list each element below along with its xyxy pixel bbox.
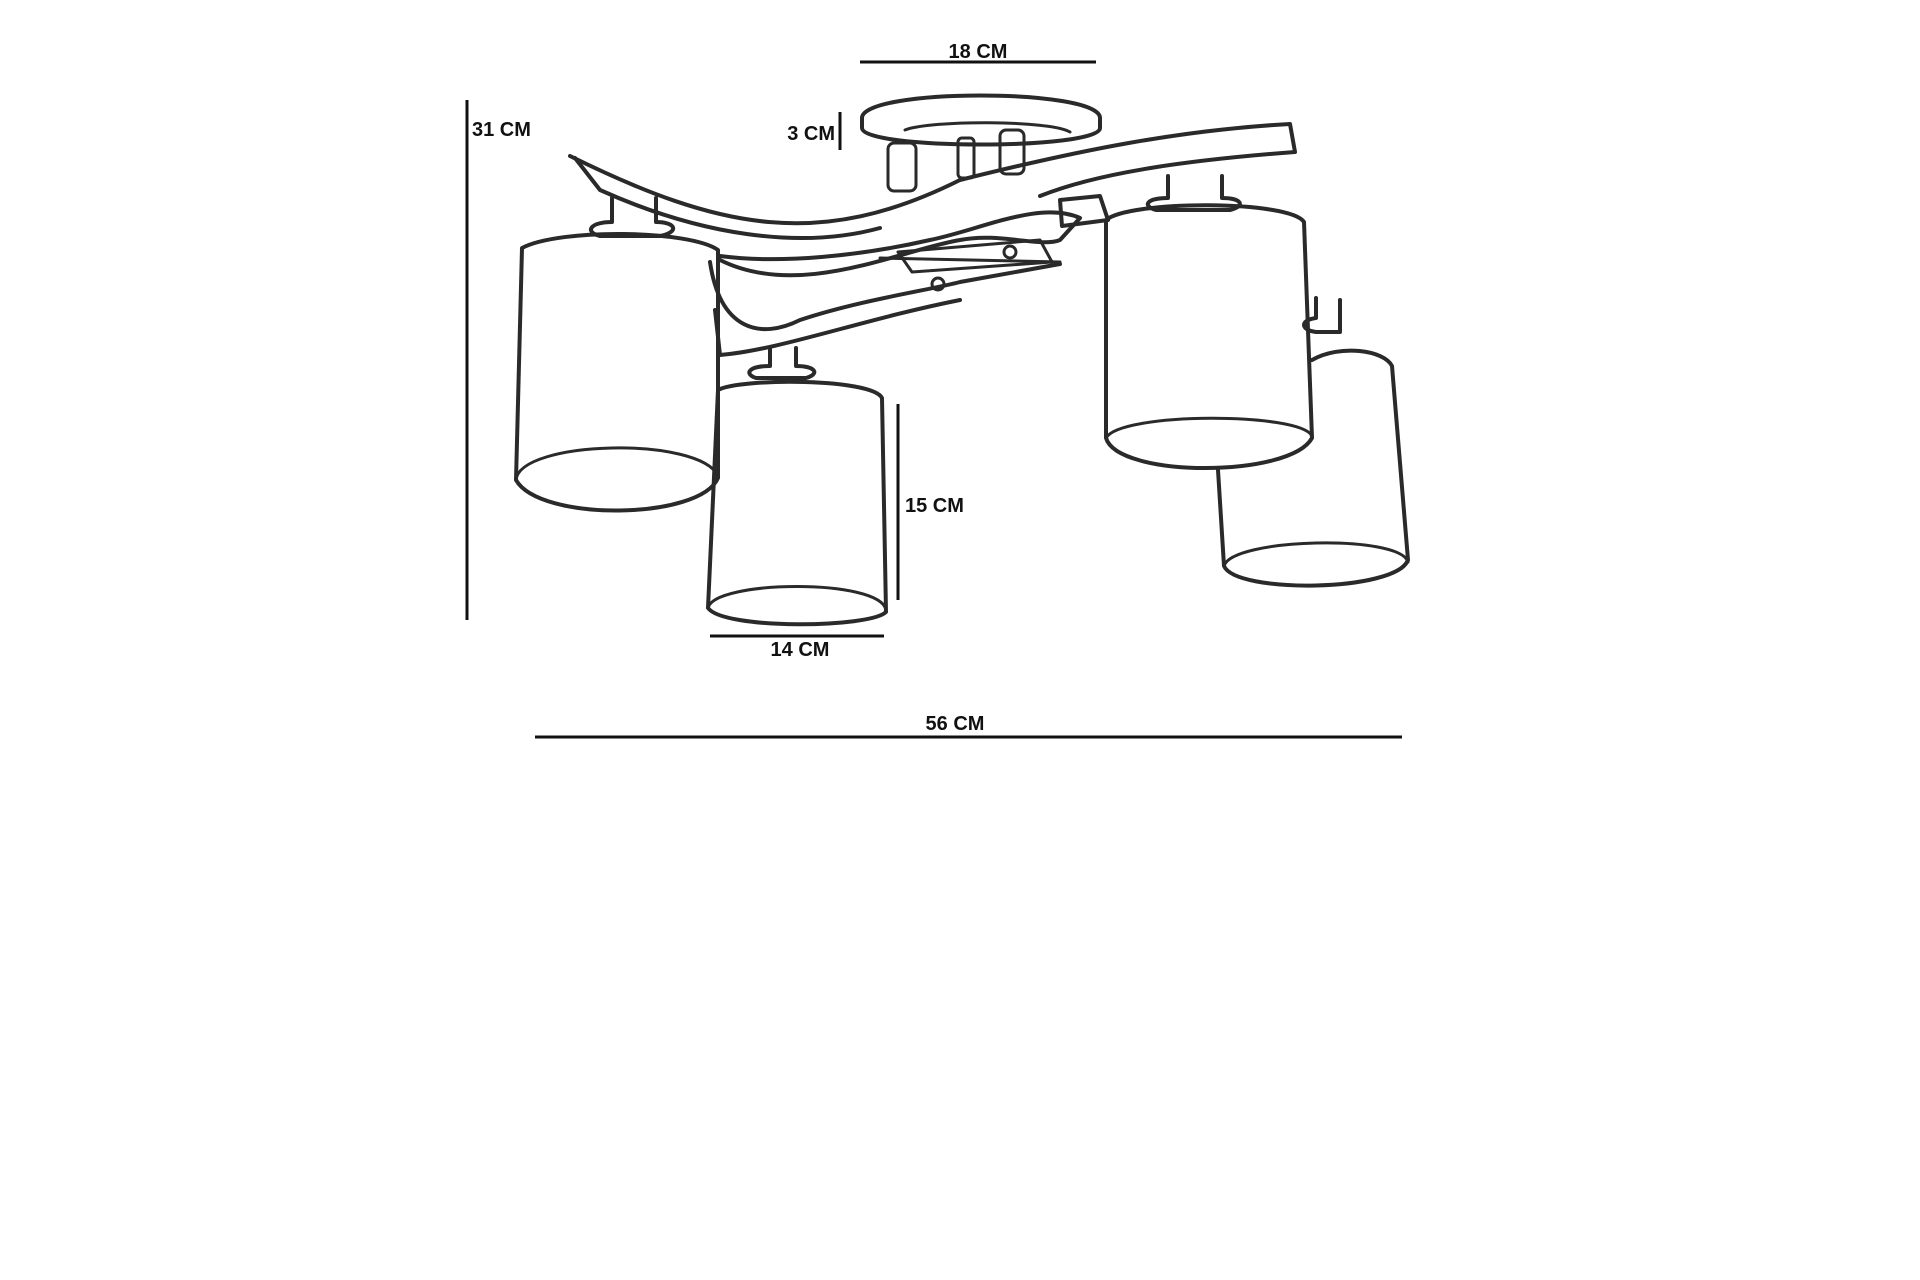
shade-left-rear xyxy=(514,196,720,513)
dimension-canopy-width: 18 CM xyxy=(860,41,1096,64)
dimension-total-height: 31 CM xyxy=(465,100,531,620)
shade-right-rear xyxy=(1104,174,1314,470)
front-arm xyxy=(708,210,1082,332)
shade-left-front xyxy=(706,346,888,627)
canopy-width-label: 18 CM xyxy=(949,41,1008,63)
rear-arm xyxy=(568,122,1297,240)
shade-width-label: 14 CM xyxy=(771,639,830,661)
dimension-shade-height: 15 CM xyxy=(896,404,964,600)
dimension-shade-width: 14 CM xyxy=(710,634,884,661)
total-height-label: 31 CM xyxy=(472,119,531,141)
shade-right-front xyxy=(1216,296,1410,588)
dimension-canopy-height: 3 CM xyxy=(787,112,842,150)
dimension-total-width: 56 CM xyxy=(535,713,1402,739)
canopy-height-label: 3 CM xyxy=(787,123,835,145)
ceiling-lamp-illustration xyxy=(514,93,1410,627)
center-hub xyxy=(896,238,1054,292)
shade-height-label: 15 CM xyxy=(905,495,964,517)
canopy xyxy=(860,93,1102,193)
total-width-label: 56 CM xyxy=(926,713,985,735)
